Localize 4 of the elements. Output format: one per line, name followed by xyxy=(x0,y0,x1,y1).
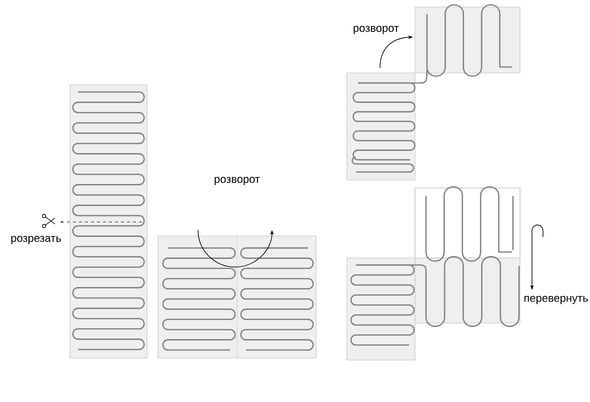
instruction-label: розрезать xyxy=(11,236,61,244)
instruction-label: розворот xyxy=(214,176,260,186)
instruction-label: розворот xyxy=(354,26,399,34)
instruction-label: перевернуть xyxy=(524,296,588,304)
